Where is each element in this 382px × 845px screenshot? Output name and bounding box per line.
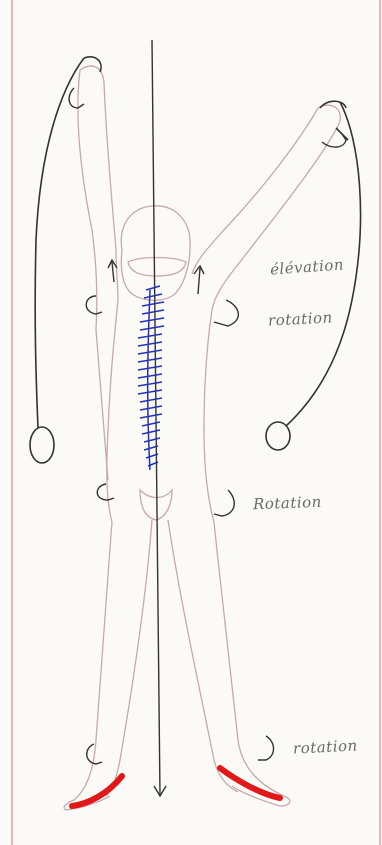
rotation-arrow-left-shoulder [86,296,102,314]
elevation-arrow-left [108,260,117,282]
right-leg [214,522,284,796]
hip-rotation-label: Rotation [253,493,322,513]
vertical-axis [152,40,166,796]
rotation-arrow-right-ankle [258,736,274,760]
shoulder-rotation-label: rotation [268,308,334,329]
left-leg [74,522,112,800]
paper-margin [12,0,380,845]
left-pendulum-bob [30,427,54,463]
right-arm [212,105,340,310]
face-mask [128,258,186,277]
rotation-arrow-right-shoulder [214,300,238,326]
rotation-arrow-left-hand [69,88,84,108]
rotation-arrow-left-hip [97,484,114,500]
elevation-arrow-right [194,266,204,294]
torso-left [107,300,118,522]
ankle-rotation-label: rotation [293,736,359,757]
body-outline [64,66,340,810]
head [121,206,190,300]
right-pendulum-bob [266,422,290,450]
soles [72,768,280,806]
spine-hatching [138,286,164,470]
rotation-arrow-right-hip [214,490,234,516]
right-sole [220,768,280,798]
rotation-arrow-right-hand [322,134,346,147]
left-pendulum-string [35,58,84,428]
torso-right [204,310,214,522]
